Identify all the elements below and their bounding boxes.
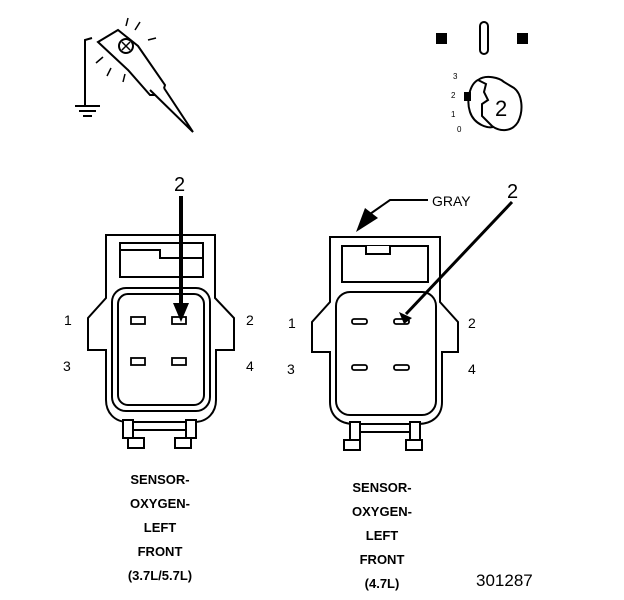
right-caption-line-4: FRONT [359, 552, 405, 567]
dial-number-1: 1 [451, 110, 456, 119]
right-pin-1-label: 1 [288, 315, 296, 331]
meter-dial-icon [436, 21, 528, 132]
right-callout-label: 2 [507, 181, 519, 203]
left-pin-1-label: 1 [64, 312, 72, 328]
right-caption-line-5: (4.7L) [364, 576, 400, 591]
left-callout-arrow [173, 196, 189, 322]
right-pin-2-label: 2 [468, 315, 476, 331]
left-callout-label: 2 [174, 174, 186, 196]
left-pin-4-label: 4 [246, 358, 254, 374]
dial-number-2: 2 [451, 91, 456, 100]
gray-color-label: GRAY [432, 193, 471, 209]
right-callout-arrow [399, 200, 514, 324]
dial-number-0: 0 [457, 125, 462, 134]
figure-number: 301287 [476, 571, 533, 590]
dial-number-3: 3 [453, 72, 458, 81]
right-pin-3-label: 3 [287, 361, 295, 377]
right-caption-line-3: LEFT [365, 528, 399, 543]
left-pin-3-label: 3 [63, 358, 71, 374]
left-cavity-pins [130, 316, 187, 366]
left-pin-2-label: 2 [246, 312, 254, 328]
gray-label-arrow [356, 199, 428, 232]
left-caption-line-4: FRONT [137, 544, 183, 559]
right-pin-4-label: 4 [468, 361, 476, 377]
right-caption-line-2: OXYGEN- [352, 504, 412, 519]
dial-setting: 2 [495, 96, 508, 121]
left-connector [87, 234, 235, 449]
right-connector-caption: SENSOR- OXYGEN- LEFT FRONT (4.7L) [312, 476, 452, 596]
left-caption-line-2: OXYGEN- [130, 496, 190, 511]
left-caption-line-1: SENSOR- [130, 472, 190, 487]
right-connector [311, 236, 459, 451]
left-caption-line-5: (3.7L/5.7L) [127, 568, 193, 583]
left-caption-line-3: LEFT [143, 520, 177, 535]
right-caption-line-1: SENSOR- [352, 480, 412, 495]
right-cavity-pins [351, 318, 410, 371]
test-probe-icon [75, 17, 194, 133]
left-connector-caption: SENSOR- OXYGEN- LEFT FRONT (3.7L/5.7L) [90, 468, 230, 588]
